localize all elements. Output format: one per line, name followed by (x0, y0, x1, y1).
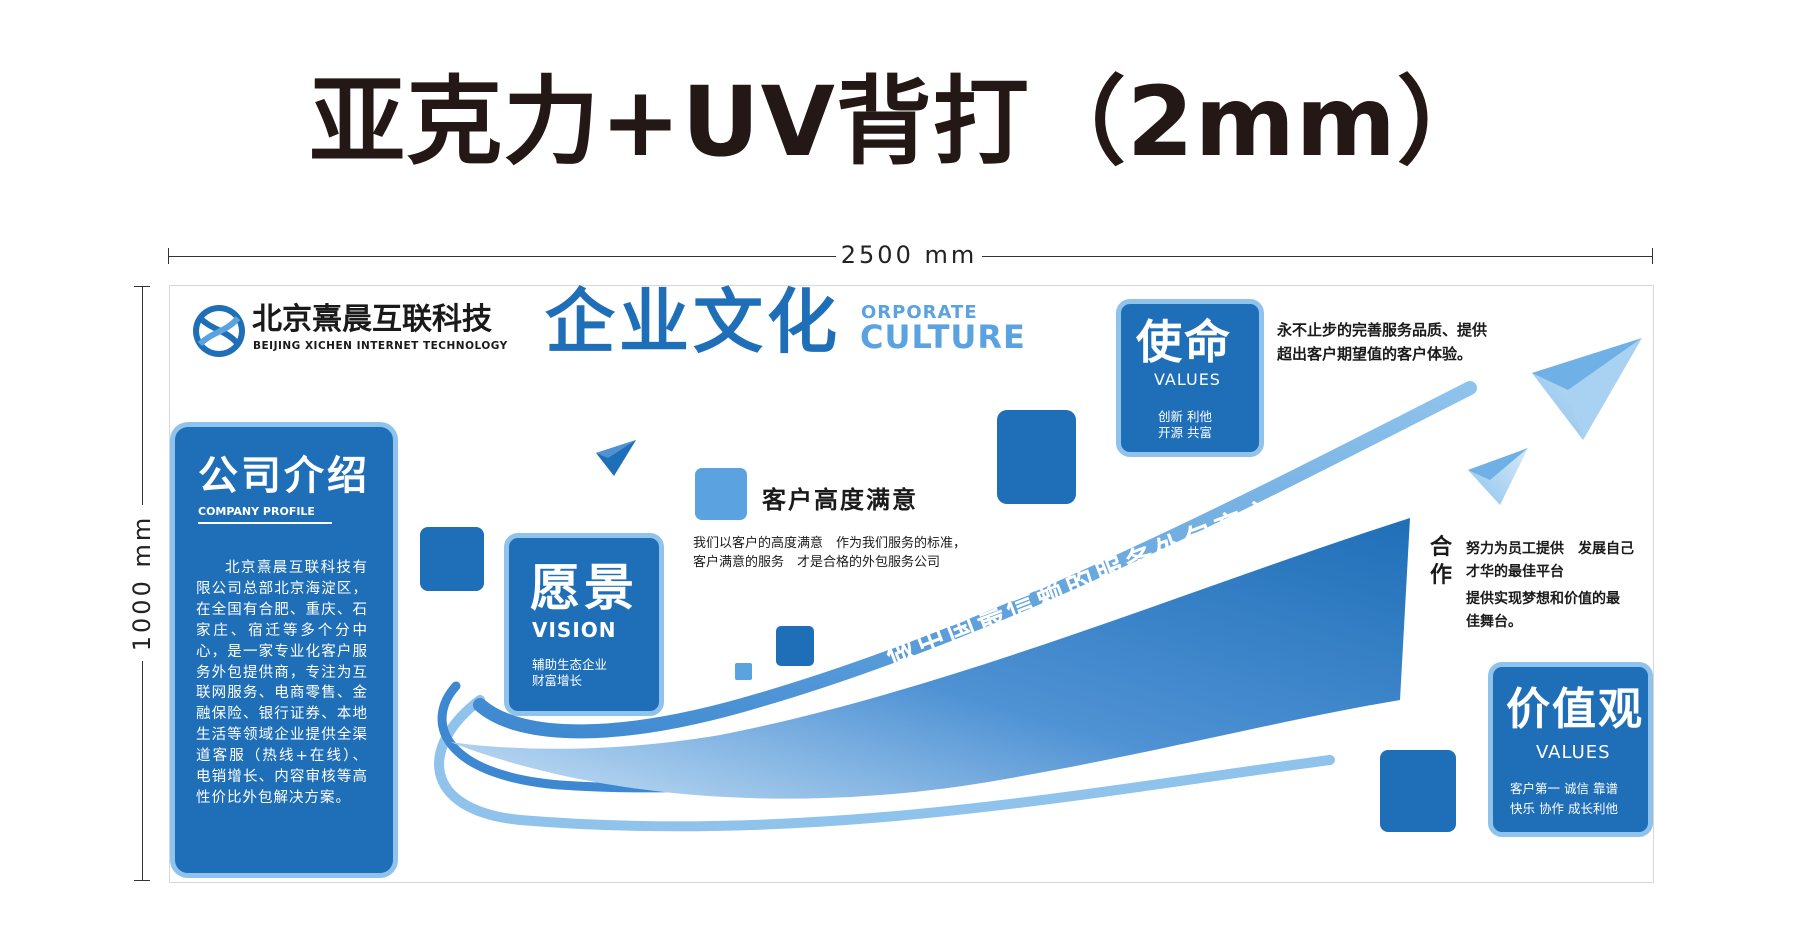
cooperation-text-line4: 佳舞台。 (1466, 614, 1522, 630)
values-english: VALUES (1536, 742, 1611, 763)
company-intro-card (170, 422, 398, 878)
swoosh-outer-arc (434, 695, 1335, 832)
culture-title-en-line1: ORPORATE (861, 302, 978, 323)
culture-title: 企业文化 (545, 281, 841, 363)
company-logo-name: 北京熹晨互联科技 (252, 302, 492, 337)
values-title: 价值观 (1506, 684, 1644, 735)
culture-title-en-line2: CULTURE (860, 318, 1026, 356)
mission-title: 使命 (1136, 315, 1232, 369)
company-intro-divider (198, 522, 332, 524)
paper-plane-icon-large (1532, 338, 1642, 440)
company-intro-subtitle: COMPANY PROFILE (198, 505, 315, 518)
cooperation-label: 合作 (1429, 535, 1452, 588)
values-desc-line2: 快乐 协作 成长利他 (1510, 801, 1618, 816)
xc-logo-icon (193, 305, 245, 357)
width-dimension-tick-left (168, 248, 169, 264)
swoosh-upper-arc (473, 381, 1477, 739)
decor-square (735, 663, 752, 680)
decor-square-light (695, 468, 747, 520)
satisfaction-title: 客户高度满意 (762, 486, 918, 514)
vision-card (504, 533, 664, 716)
mission-desc-line1: 创新 利他 (1158, 409, 1212, 424)
vision-desc-line1: 辅助生态企业 (532, 657, 608, 672)
company-logo-english: BEIJING XICHEN INTERNET TECHNOLOGY (253, 340, 508, 352)
mission-text-line1: 永不止步的完善服务品质、提供 (1277, 321, 1488, 339)
height-dimension-tick-bottom (134, 880, 150, 881)
vision-english: VISION (532, 618, 617, 642)
vision-title: 愿景 (530, 559, 638, 617)
satisfaction-desc-line2: 客户满意的服务 才是合格的外包服务公司 (693, 555, 941, 570)
values-card (1488, 662, 1653, 837)
height-dimension-tick-top (134, 286, 150, 287)
cooperation-text-line3: 提供实现梦想和价值的最 (1466, 591, 1620, 607)
company-intro-body: 北京熹晨互联科技有限公司总部北京海淀区，在全国有合肥、重庆、石家庄、宿迁等多个分… (196, 560, 368, 806)
width-dimension-tick-right (1652, 248, 1653, 264)
mission-card (1116, 299, 1264, 457)
decor-square (776, 626, 814, 666)
paper-plane-icon-small (1468, 448, 1528, 505)
paper-plane-icon-dark (596, 440, 636, 476)
decor-square (997, 410, 1076, 504)
mission-desc-line2: 开源 共富 (1158, 425, 1212, 440)
cooperation-text-line1: 努力为员工提供 发展自己 (1466, 541, 1634, 557)
decor-square (420, 527, 484, 591)
mission-text-line2: 超出客户期望值的客户体验。 (1277, 345, 1473, 363)
page-heading: 亚克力+UV背打（2mm） (309, 66, 1494, 178)
cooperation-text-line2: 才华的最佳平台 (1466, 564, 1564, 580)
vision-desc-line2: 财富增长 (532, 673, 583, 688)
satisfaction-desc-line1: 我们以客户的高度满意 作为我们服务的标准， (693, 536, 967, 551)
slogan-band (450, 518, 1410, 799)
company-intro-title: 公司介绍 (198, 453, 370, 499)
width-dimension-label: 2500 mm (836, 240, 982, 270)
decor-square (1380, 750, 1456, 832)
values-desc-line1: 客户第一 诚信 靠谱 (1510, 781, 1618, 796)
mission-english: VALUES (1154, 370, 1221, 389)
